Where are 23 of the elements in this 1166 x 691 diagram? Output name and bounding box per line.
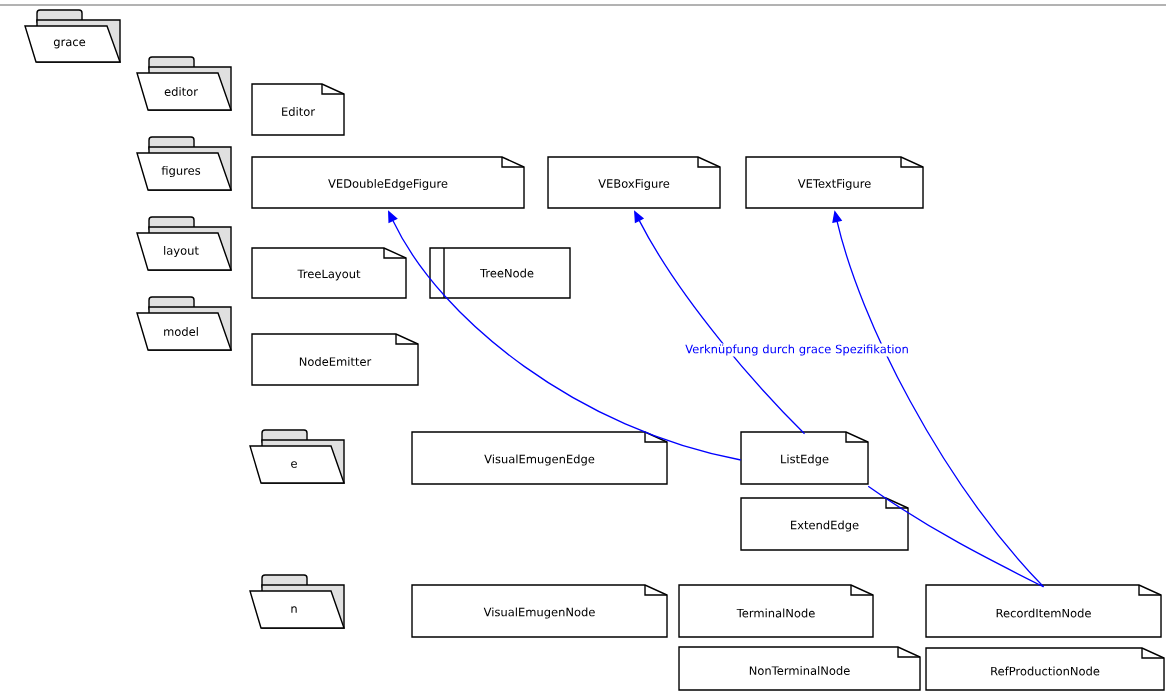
note-box: RefProductionNode bbox=[925, 647, 1165, 691]
class-box: TreeNode bbox=[429, 247, 571, 299]
package-folder: layout bbox=[136, 216, 232, 271]
note-box: VisualEmugenNode bbox=[411, 584, 668, 638]
note-box: VEBoxFigure bbox=[547, 156, 721, 209]
package-folder: grace bbox=[24, 9, 121, 63]
note-box: ListEdge bbox=[740, 431, 869, 485]
note-box: TreeLayout bbox=[251, 247, 407, 299]
note-box: ExtendEdge bbox=[740, 497, 909, 551]
package-folder: n bbox=[249, 574, 345, 629]
package-folder: figures bbox=[136, 136, 232, 191]
note-box: VETextFigure bbox=[745, 156, 924, 209]
package-folder: e bbox=[249, 429, 345, 484]
note-box: NodeEmitter bbox=[251, 333, 419, 386]
package-folder: editor bbox=[136, 56, 232, 111]
note-box: NonTerminalNode bbox=[678, 646, 921, 691]
note-box: VEDoubleEdgeFigure bbox=[251, 156, 525, 209]
note-box: TerminalNode bbox=[678, 584, 874, 638]
edge-label: Verknüpfung durch grace Spezifikation bbox=[678, 343, 916, 357]
package-folder: model bbox=[136, 296, 232, 351]
note-box: VisualEmugenEdge bbox=[411, 431, 668, 485]
note-box: Editor bbox=[251, 83, 345, 136]
note-box: RecordItemNode bbox=[925, 584, 1162, 638]
